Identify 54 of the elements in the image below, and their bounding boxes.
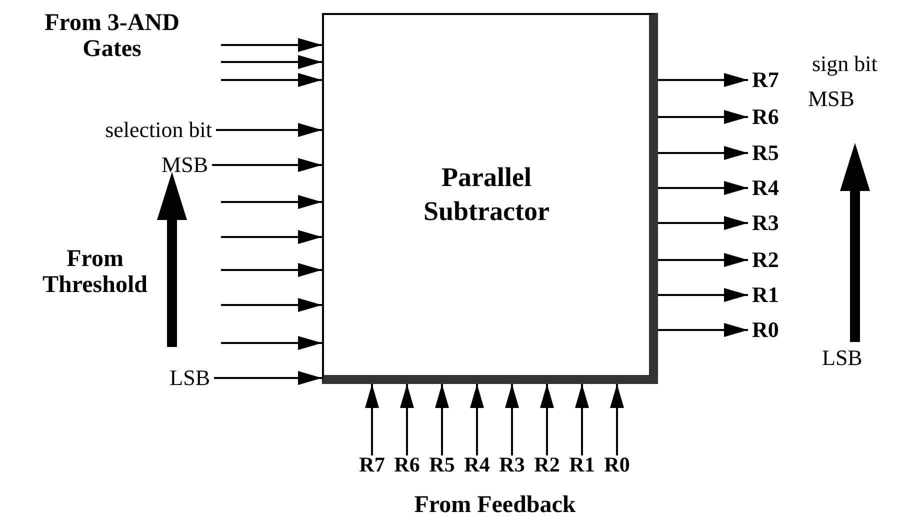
signal-label: R2 xyxy=(752,248,779,272)
signal-label: LSB xyxy=(170,366,210,390)
signal-label: R0 xyxy=(752,318,779,342)
arrow xyxy=(505,384,519,456)
signal-label: R4 xyxy=(752,176,779,200)
source-label: From Threshold xyxy=(42,246,148,299)
source-label: From Feedback xyxy=(414,492,576,518)
block-title: Parallel Subtractor xyxy=(422,161,550,228)
arrow xyxy=(365,384,379,456)
arrow xyxy=(221,230,322,244)
arrow xyxy=(400,384,414,456)
signal-label: selection bit xyxy=(105,118,212,142)
arrow xyxy=(212,158,322,172)
signal-label: R3 xyxy=(752,210,779,236)
arrow xyxy=(658,181,748,195)
arrow xyxy=(575,384,589,456)
arrow xyxy=(221,336,322,350)
bit-label: LSB xyxy=(822,346,862,370)
signal-label: R5 xyxy=(752,140,779,166)
arrow xyxy=(658,73,748,87)
bit-label: sign bit xyxy=(812,52,878,76)
signal-label: MSB xyxy=(162,152,208,178)
signal-label: R0 xyxy=(604,453,630,477)
signal-label: R1 xyxy=(752,282,779,308)
arrow xyxy=(658,146,748,160)
signal-label: R1 xyxy=(569,453,595,477)
signal-label: R6 xyxy=(752,104,779,130)
signal-label: R2 xyxy=(534,453,560,477)
bit-label: MSB xyxy=(808,86,854,112)
arrow xyxy=(658,216,748,230)
arrow xyxy=(221,38,322,52)
arrow xyxy=(540,384,554,456)
arrow xyxy=(435,384,449,456)
signal-label: R3 xyxy=(499,453,525,477)
arrow xyxy=(221,195,322,209)
arrow xyxy=(658,110,748,124)
arrow xyxy=(658,253,748,267)
arrow xyxy=(221,55,322,69)
arrow xyxy=(221,298,322,312)
source-label: From 3-AND Gates xyxy=(44,10,180,63)
signal-label: R6 xyxy=(394,453,420,477)
arrow xyxy=(214,371,322,385)
signal-label: R7 xyxy=(359,453,385,477)
subtractor-block xyxy=(322,13,658,384)
signal-label: R7 xyxy=(752,68,779,92)
arrow xyxy=(658,323,748,337)
signal-label: R4 xyxy=(464,453,490,477)
arrow xyxy=(216,123,322,137)
arrow xyxy=(610,384,624,456)
arrow xyxy=(470,384,484,456)
signal-label: R5 xyxy=(429,453,455,477)
arrow xyxy=(221,263,322,277)
arrow xyxy=(221,73,322,87)
arrow xyxy=(658,288,748,302)
